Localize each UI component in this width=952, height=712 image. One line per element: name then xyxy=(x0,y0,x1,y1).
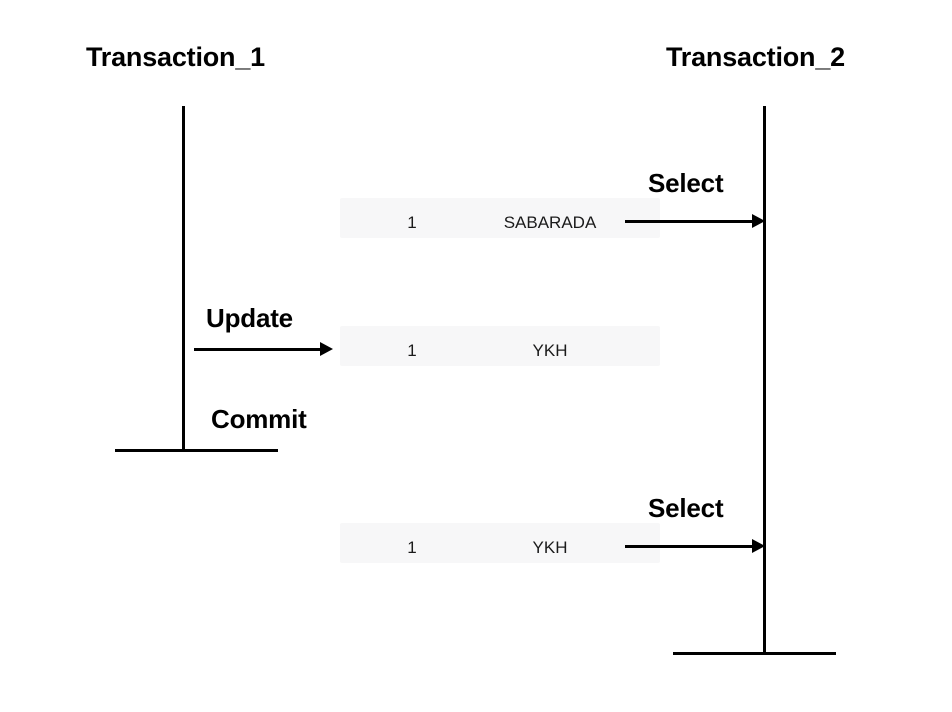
record-band-row-2 xyxy=(340,326,660,366)
record-id-row-2: 1 xyxy=(407,341,417,360)
record-value-row-2: YKH xyxy=(532,341,568,360)
message-arrow-shaft-select-1 xyxy=(625,220,758,223)
message-label-update: Update xyxy=(206,303,293,333)
message-label-select-2: Select xyxy=(648,493,724,523)
record-band-row-1 xyxy=(340,198,660,238)
lifeline-terminator-transaction-1 xyxy=(115,449,278,452)
record-value-row-1: SABARADA xyxy=(503,213,597,232)
lifeline-transaction-1 xyxy=(182,106,185,451)
record-id-row-1: 1 xyxy=(407,213,417,232)
arrow-head-icon-select-1 xyxy=(752,214,765,228)
arrow-head-icon-select-2 xyxy=(752,539,765,553)
arrow-head-icon-update xyxy=(320,342,333,356)
lifeline-terminator-transaction-2 xyxy=(673,652,836,655)
message-label-select-1: Select xyxy=(648,168,724,198)
message-arrow-shaft-update xyxy=(194,348,322,351)
lifeline-title-transaction-2: Transaction_2 xyxy=(666,42,845,72)
event-label-commit: Commit xyxy=(211,404,307,434)
lifeline-title-transaction-1: Transaction_1 xyxy=(86,42,265,72)
record-value-row-3: YKH xyxy=(532,538,568,557)
record-band-row-3 xyxy=(340,523,660,563)
lifeline-transaction-2 xyxy=(763,106,766,654)
message-arrow-shaft-select-2 xyxy=(625,545,758,548)
record-id-row-3: 1 xyxy=(407,538,417,557)
